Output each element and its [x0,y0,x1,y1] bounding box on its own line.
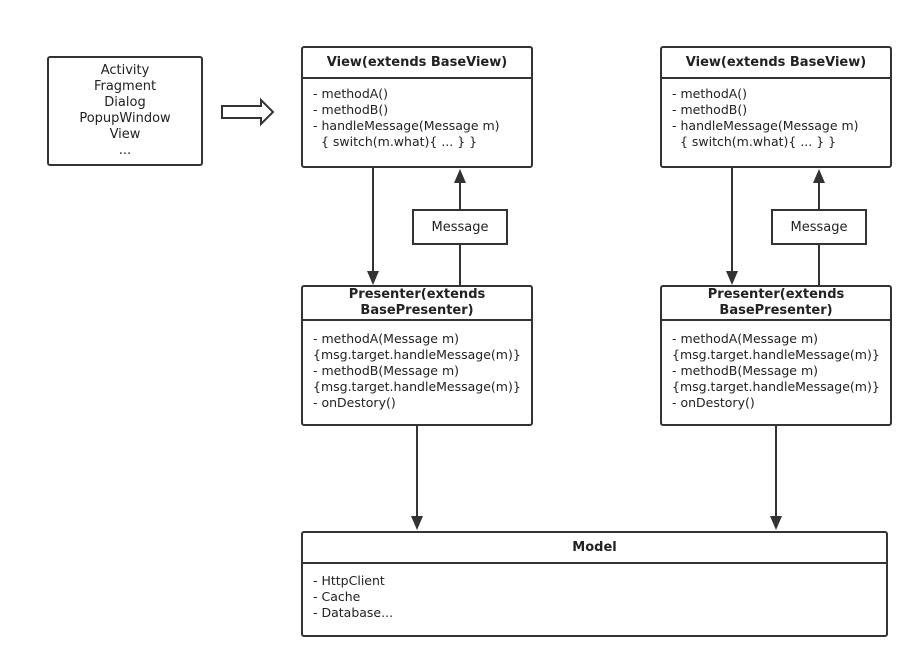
arrowhead-up-icon [454,169,466,183]
component-type: ... [118,143,132,158]
arrowhead-down-icon [770,516,782,530]
presenter-methods: - methodA(Message m) {msg.target.handleM… [662,321,890,411]
view-methods: - methodA() - methodB() - handleMessage(… [662,79,890,150]
component-type: Fragment [93,79,157,94]
model-item: - Cache [313,589,361,604]
arrowhead-down-icon [367,271,379,285]
hollow-right-arrow-icon [221,97,275,127]
method-line: {msg.target.handleMessage(m)} [313,347,521,362]
component-types-box: Activity Fragment Dialog PopupWindow Vie… [47,56,203,166]
model-box: Model - HttpClient - Cache - Database... [301,531,888,637]
presenter-box-left: Presenter(extends BasePresenter) - metho… [301,285,533,426]
presenter-title-line: Presenter(extends [707,287,845,302]
presenter-title: Presenter(extends BasePresenter) [662,287,890,321]
method-line: - handleMessage(Message m) [672,118,859,133]
method-line: - onDestory() [672,395,755,410]
component-type: Activity [100,63,150,78]
method-line: {msg.target.handleMessage(m)} [672,379,880,394]
arrowhead-down-icon [726,271,738,285]
model-item: - Database... [313,605,394,620]
presenter-title-line: Presenter(extends [348,287,486,302]
method-line: - methodA() [672,86,748,101]
view-title: View(extends BaseView) [662,48,890,79]
message-box-right: Message [771,209,867,245]
presenter-title: Presenter(extends BasePresenter) [303,287,531,321]
component-types-list: Activity Fragment Dialog PopupWindow Vie… [49,58,201,159]
method-line: { switch(m.what){ ... } } [672,134,837,149]
method-line: {msg.target.handleMessage(m)} [672,347,880,362]
method-line: - methodA(Message m) [313,331,459,346]
method-line: - methodA() [313,86,389,101]
arrowhead-down-icon [411,516,423,530]
method-line: - onDestory() [313,395,396,410]
method-line: { switch(m.what){ ... } } [313,134,478,149]
model-item: - HttpClient [313,573,385,588]
model-title: Model [303,533,886,564]
method-line: - methodA(Message m) [672,331,818,346]
method-line: - methodB() [672,102,748,117]
method-line: - methodB() [313,102,389,117]
component-type: Dialog [104,95,146,110]
presenter-title-line: BasePresenter) [360,303,474,318]
component-type: View [109,127,141,142]
view-title: View(extends BaseView) [303,48,531,79]
component-type: PopupWindow [79,111,171,126]
presenter-box-right: Presenter(extends BasePresenter) - metho… [660,285,892,426]
method-line: - methodB(Message m) [313,363,460,378]
method-line: {msg.target.handleMessage(m)} [313,379,521,394]
model-items: - HttpClient - Cache - Database... [303,564,886,621]
presenter-methods: - methodA(Message m) {msg.target.handleM… [303,321,531,411]
view-methods: - methodA() - methodB() - handleMessage(… [303,79,531,150]
view-box-right: View(extends BaseView) - methodA() - met… [660,46,892,168]
method-line: - methodB(Message m) [672,363,819,378]
message-box-left: Message [412,209,508,245]
arrowhead-up-icon [813,169,825,183]
method-line: - handleMessage(Message m) [313,118,500,133]
view-box-left: View(extends BaseView) - methodA() - met… [301,46,533,168]
presenter-title-line: BasePresenter) [719,303,833,318]
